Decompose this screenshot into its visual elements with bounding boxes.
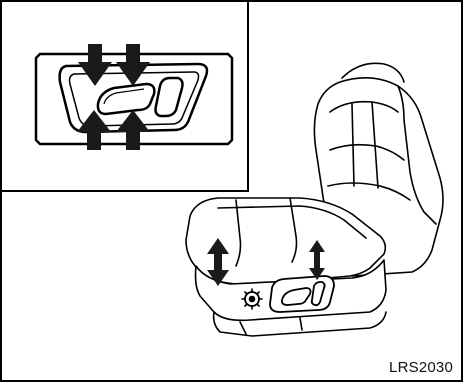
rail-bracket-1 (240, 322, 246, 334)
seat-side-switch-assembly (270, 276, 334, 312)
seatback-center-seam (352, 104, 354, 186)
figure-caption: LRS2030 (389, 359, 453, 376)
switch-detail-inset (1, 1, 248, 191)
seatback-panel-line-1 (330, 102, 398, 112)
lumbar-knob-icon (242, 289, 262, 309)
seatback-panel-line-2 (330, 145, 404, 160)
rail-bracket-2 (300, 318, 302, 330)
seatback-panel-line-3 (328, 183, 410, 200)
